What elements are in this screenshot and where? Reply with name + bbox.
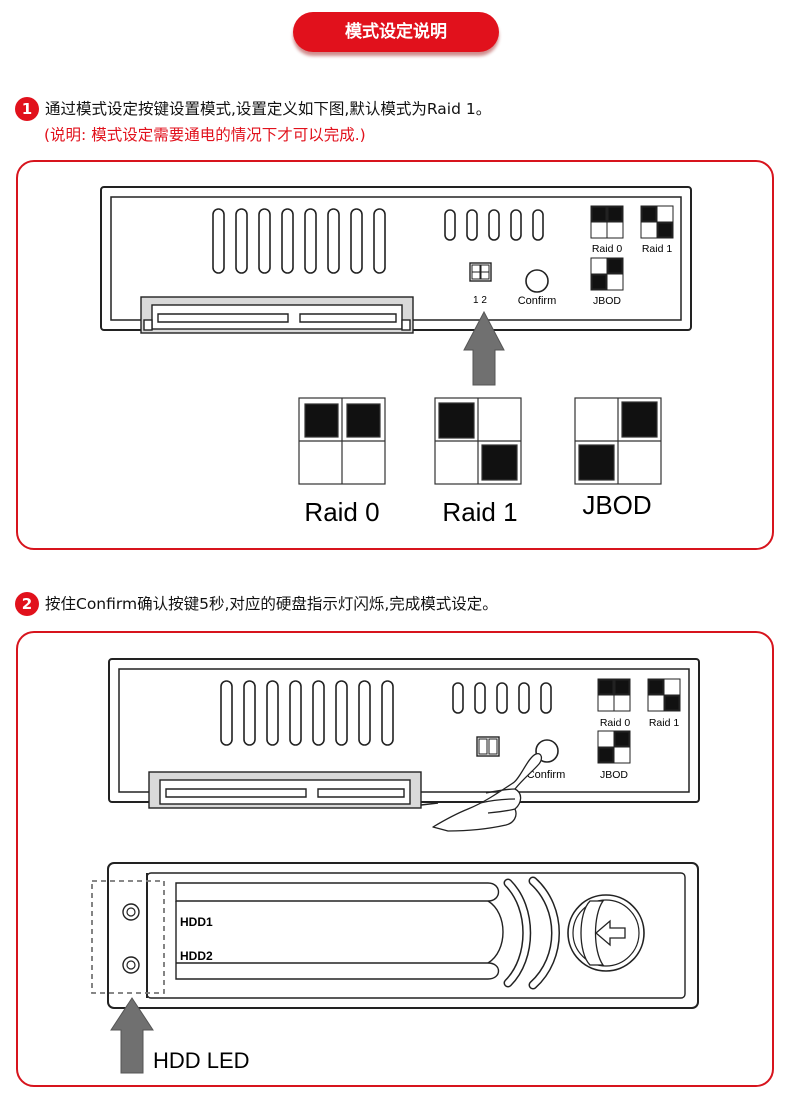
up-arrow-icon xyxy=(463,310,505,386)
step-1-text: 通过模式设定按键设置模式,设置定义如下图,默认模式为Raid 1。 xyxy=(45,100,492,118)
step-1-badge: 1 xyxy=(15,97,39,121)
mini-mode-raid1 xyxy=(640,205,674,239)
pointing-hand-icon xyxy=(432,753,543,832)
device-vent-large xyxy=(212,208,386,274)
mini-mode-raid0 xyxy=(590,205,624,239)
mini-mode-jbod-2 xyxy=(597,730,631,764)
mode-jbod-grid xyxy=(574,397,662,485)
led-highlight-box xyxy=(91,880,165,994)
hdd2-led xyxy=(122,956,140,974)
mode-raid1-grid xyxy=(434,397,522,485)
device-front-panel-2: Confirm Raid 0 Raid 1 xyxy=(108,658,700,809)
mini-label-jbod: JBOD xyxy=(593,295,621,307)
hdd-tray: HDD1 HDD2 xyxy=(107,862,699,1009)
step-1-note: (说明: 模式设定需要通电的情况下才可以完成.) xyxy=(44,126,366,144)
step-2: 2 按住Confirm确认按键5秒,对应的硬盘指示灯闪烁,完成模式设定。 xyxy=(15,592,498,616)
mini-mode-raid0-2 xyxy=(597,678,631,712)
step-2-text: 按住Confirm确认按键5秒,对应的硬盘指示灯闪烁,完成模式设定。 xyxy=(45,595,498,613)
mode-diagram: 1 2 Confirm Raid 0 Raid 1 xyxy=(100,186,692,527)
mode-diagram-panel: 1 2 Confirm Raid 0 Raid 1 xyxy=(16,160,774,550)
dip-switch xyxy=(469,262,492,282)
tray-lock-knob[interactable] xyxy=(567,894,645,972)
dip-switch-label: 1 2 xyxy=(473,295,487,306)
mini-label-raid1: Raid 1 xyxy=(642,243,673,255)
mini-label-raid0: Raid 0 xyxy=(592,243,623,255)
mode-jbod-label: JBOD xyxy=(582,490,651,520)
device-vent-small xyxy=(444,209,544,241)
confirm-diagram-panel: Confirm Raid 0 Raid 1 xyxy=(16,631,774,1087)
device-front-panel: 1 2 Confirm Raid 0 Raid 1 xyxy=(100,186,692,334)
mini-label-raid1-2: Raid 1 xyxy=(649,717,680,729)
hdd-led-label: HDD LED xyxy=(153,1048,250,1073)
mini-label-jbod-2: JBOD xyxy=(600,769,628,781)
confirm-label-2: Confirm xyxy=(527,769,566,781)
confirm-button[interactable] xyxy=(525,269,549,293)
step-1: 1 通过模式设定按键设置模式,设置定义如下图,默认模式为Raid 1。 xyxy=(15,97,491,121)
device-vent-small-2 xyxy=(452,682,552,714)
mini-mode-raid1-2 xyxy=(647,678,681,712)
hdd1-led xyxy=(122,903,140,921)
dip-switch-2 xyxy=(476,736,500,757)
up-arrow-icon-2 xyxy=(110,997,154,1074)
mini-mode-jbod xyxy=(590,257,624,291)
confirm-label: Confirm xyxy=(518,295,557,307)
mode-raid1-label: Raid 1 xyxy=(442,497,517,527)
left-arrow-icon xyxy=(595,919,626,947)
hdd2-label: HDD2 xyxy=(180,949,213,963)
hdd1-label: HDD1 xyxy=(180,915,213,929)
mini-label-raid0-2: Raid 0 xyxy=(600,717,631,729)
step-2-badge: 2 xyxy=(15,592,39,616)
sata-connector xyxy=(140,296,414,334)
sata-connector-2 xyxy=(148,771,422,809)
device-vent-large-2 xyxy=(220,680,394,746)
mode-raid0-grid xyxy=(298,397,386,485)
page-title: 模式设定说明 xyxy=(293,12,499,52)
mode-raid0-label: Raid 0 xyxy=(304,497,379,527)
confirm-diagram: Confirm Raid 0 Raid 1 xyxy=(91,658,700,1074)
